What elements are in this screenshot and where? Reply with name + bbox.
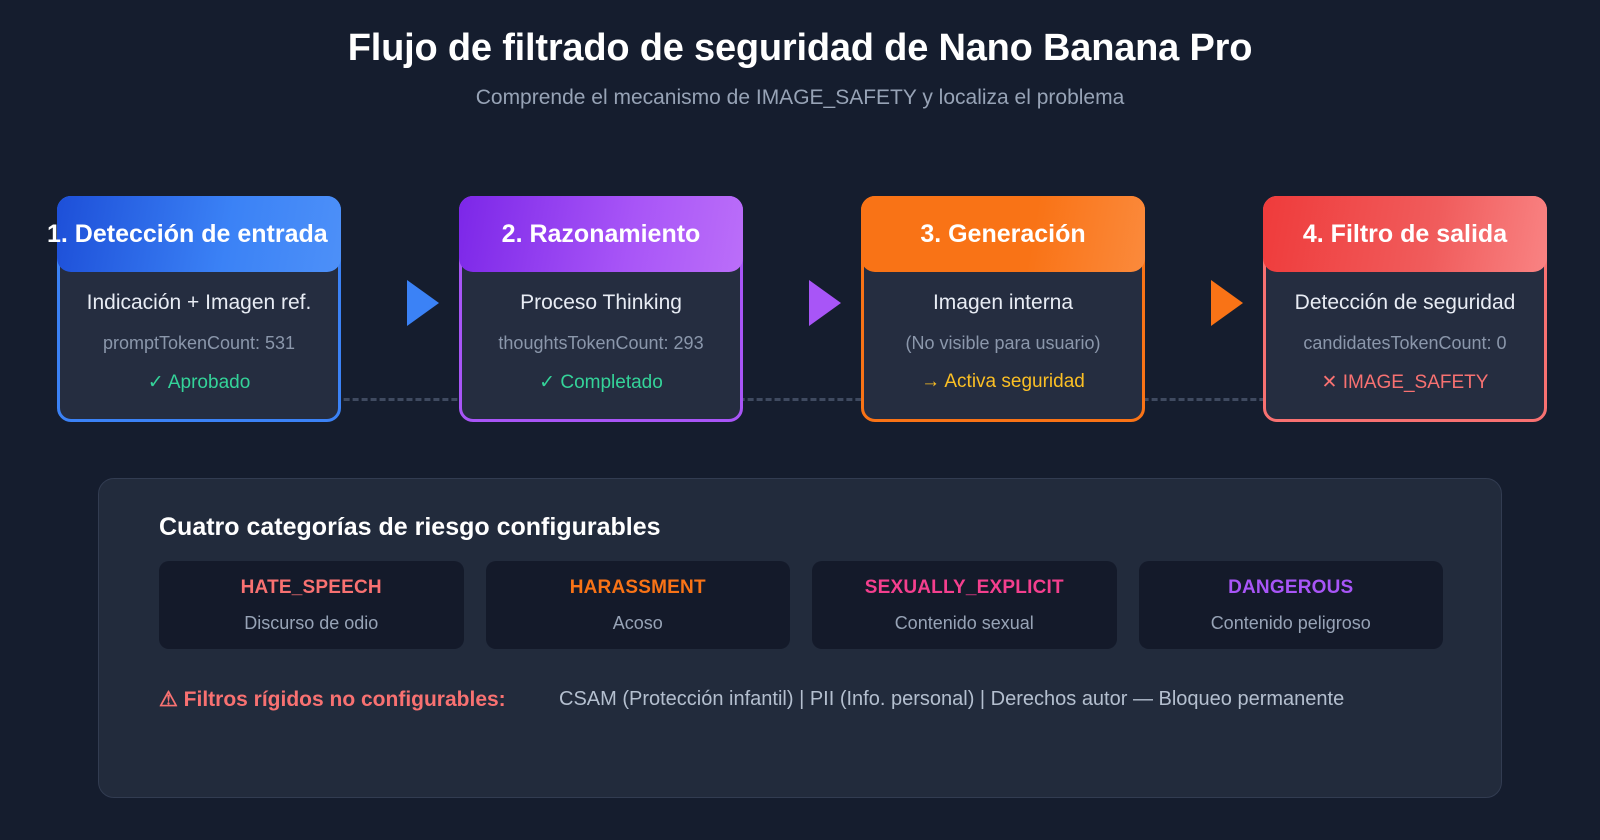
flow-step-1-header: 1. Detección de entrada <box>47 196 341 272</box>
flow-step-4-header: 4. Filtro de salida <box>1263 196 1547 272</box>
risk-category-desc: Contenido sexual <box>894 612 1034 633</box>
flow-step-3-main: Imagen interna <box>932 291 1074 314</box>
arrow-right-icon-step3-step4 <box>1211 280 1243 326</box>
flow-step-output-filter[interactable]: 4. Filtro de salida Detección de segurid… <box>1263 196 1547 422</box>
flow-step-2-title: 2. Razonamiento <box>501 219 701 248</box>
risk-category-dangerous[interactable]: DANGEROUS Contenido peligroso <box>1138 561 1443 649</box>
flow-step-2-main: Proceso Thinking <box>520 291 682 314</box>
flow-step-4-main: Detección de seguridad <box>1294 291 1516 314</box>
hard-filters-label: ⚠ Filtros rígidos no configurables: <box>159 688 506 711</box>
flow-step-4-status: ✕ IMAGE_SAFETY <box>1321 372 1489 393</box>
flow-step-3-title: 3. Generación <box>920 219 1086 248</box>
page-subtitle: Comprende el mecanismo de IMAGE_SAFETY y… <box>475 85 1125 109</box>
flow-step-2-header: 2. Razonamiento <box>459 196 743 272</box>
page-header: Flujo de filtrado de seguridad de Nano B… <box>0 0 1600 110</box>
risk-category-desc: Discurso de odio <box>244 612 379 633</box>
page-title: Flujo de filtrado de seguridad de Nano B… <box>347 27 1253 69</box>
risk-category-list: HATE_SPEECH Discurso de odio HARASSMENT … <box>159 561 1443 649</box>
flow-step-4-title: 4. Filtro de salida <box>1302 219 1508 248</box>
flow-dashed-connector-line <box>200 398 1400 401</box>
flow-step-1-main: Indicación + Imagen ref. <box>86 291 312 314</box>
risk-category-harassment[interactable]: HARASSMENT Acoso <box>485 561 790 649</box>
flow-step-generation[interactable]: 3. Generación Imagen interna (No visible… <box>861 196 1145 422</box>
risk-category-hate-speech[interactable]: HATE_SPEECH Discurso de odio <box>159 561 464 649</box>
flow-step-reasoning[interactable]: 2. Razonamiento Proceso Thinking thought… <box>459 196 743 422</box>
flow-step-1-status: ✓ Aprobado <box>147 372 251 393</box>
arrow-right-icon-step1-step2 <box>407 280 439 326</box>
flow-step-3-status: → Activa seguridad <box>921 371 1085 392</box>
flow-step-4-body: Detección de seguridad candidatesTokenCo… <box>1266 275 1544 419</box>
flow-step-3-metric: (No visible para usuario) <box>905 333 1101 353</box>
flow-step-2-metric: thoughtsTokenCount: 293 <box>498 333 704 353</box>
flow-step-3-header: 3. Generación <box>861 196 1145 272</box>
risk-category-code: HATE_SPEECH <box>240 576 382 598</box>
flow-step-3-body: Imagen interna (No visible para usuario)… <box>864 275 1142 419</box>
risk-category-sexually-explicit[interactable]: SEXUALLY_EXPLICIT Contenido sexual <box>812 561 1117 649</box>
flow-step-1-body: Indicación + Imagen ref. promptTokenCoun… <box>60 275 338 419</box>
risk-category-code: HARASSMENT <box>569 576 706 598</box>
flow-step-4-metric: candidatesTokenCount: 0 <box>1303 333 1507 353</box>
hard-filters-detail: CSAM (Protección infantil) | PII (Info. … <box>559 688 1345 710</box>
flow-step-1-title: 1. Detección de entrada <box>47 219 328 248</box>
risk-category-desc: Contenido peligroso <box>1210 612 1371 633</box>
flow-step-2-body: Proceso Thinking thoughtsTokenCount: 293… <box>462 275 740 419</box>
risk-category-desc: Acoso <box>612 612 663 633</box>
arrow-right-icon-step2-step3 <box>809 280 841 326</box>
pipeline-flow: 1. Detección de entrada Indicación + Ima… <box>0 196 1600 422</box>
flow-step-2-status: ✓ Completado <box>539 372 663 393</box>
risk-categories-title: Cuatro categorías de riesgo configurable… <box>159 513 661 541</box>
risk-categories-panel: Cuatro categorías de riesgo configurable… <box>98 478 1502 798</box>
flow-step-input-detection[interactable]: 1. Detección de entrada Indicación + Ima… <box>47 196 341 422</box>
risk-category-code: DANGEROUS <box>1228 576 1354 598</box>
risk-category-code: SEXUALLY_EXPLICIT <box>864 576 1064 598</box>
flow-step-1-metric: promptTokenCount: 531 <box>102 333 296 353</box>
hard-filters-notice: ⚠ Filtros rígidos no configurables: CSAM… <box>159 687 1443 717</box>
